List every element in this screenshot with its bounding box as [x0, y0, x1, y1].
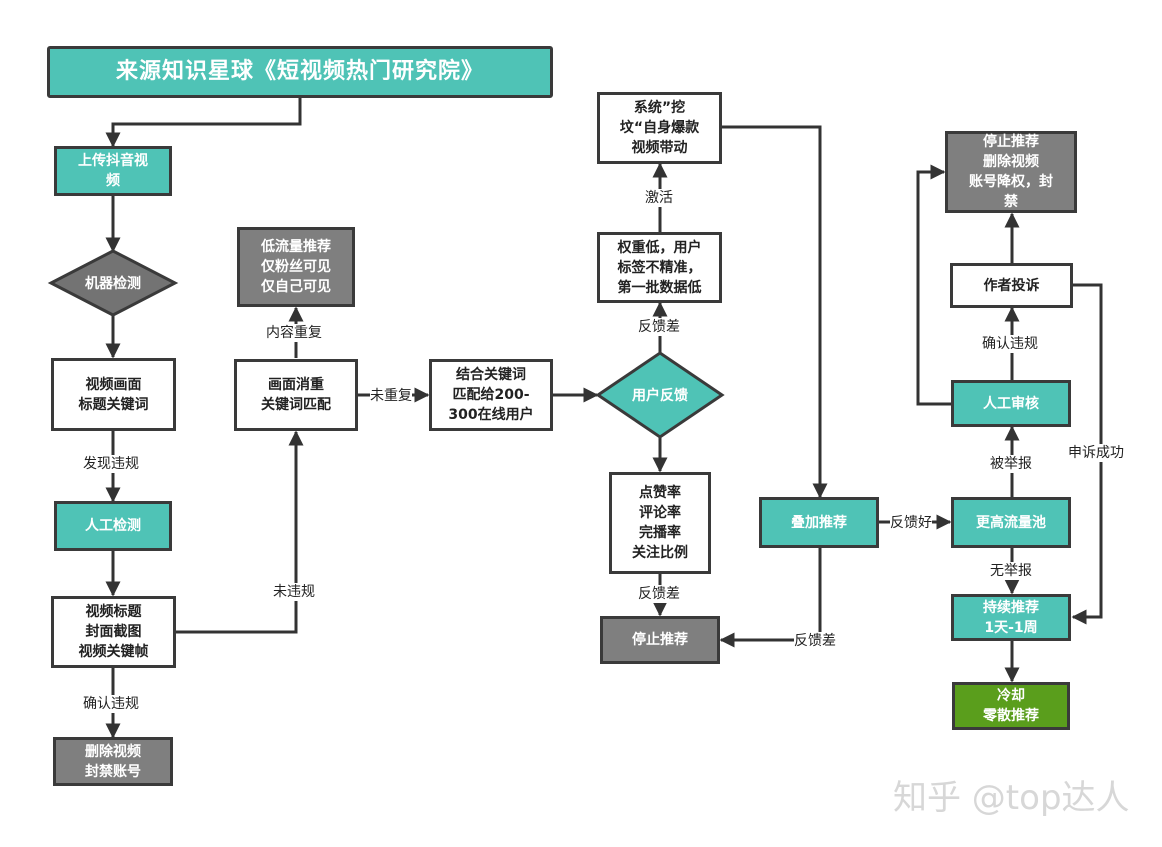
upload-node: 上传抖音视 频: [54, 146, 172, 196]
user-feedback-label: 用户反馈: [632, 388, 688, 404]
author-appeal-node: 作者投诉: [950, 263, 1073, 308]
low-traffic-node: 低流量推荐 仅粉丝可见 仅自己可见: [237, 227, 355, 307]
arrow-title-to-upload: [105, 97, 302, 148]
arrow-boost-to-stop: [719, 548, 822, 648]
label-feedback-bad-2: 反馈差: [638, 585, 680, 603]
video-title-node: 视频标题 封面截图 视频关键帧: [51, 596, 176, 668]
arrow-title-to-dedup: [175, 430, 304, 634]
label-confirm-violation-2: 确认违规: [982, 335, 1038, 353]
label-duplicate-content: 内容重复: [266, 324, 322, 342]
cooldown-node: 冷却 零散推荐: [952, 682, 1070, 730]
label-feedback-bad-3: 反馈差: [794, 632, 836, 650]
continue-recommend-node: 持续推荐 1天-1周: [951, 594, 1071, 641]
dedup-node: 画面消重 关键词匹配: [234, 359, 358, 431]
label-activate: 激活: [645, 189, 673, 207]
machine-check-diamond: [47, 249, 179, 317]
watermark: 知乎 @top达人: [893, 778, 1130, 818]
video-frame-node: 视频画面 标题关键词: [51, 358, 176, 431]
manual-review-node: 人工审核: [951, 380, 1071, 427]
manual-check-node: 人工检测: [54, 501, 172, 551]
machine-check-label: 机器检测: [85, 276, 141, 292]
metrics-node: 点赞率 评论率 完播率 关注比例: [609, 472, 711, 574]
label-reported: 被举报: [990, 455, 1032, 473]
label-not-reported: 无举报: [990, 562, 1032, 580]
higher-pool-node: 更高流量池: [951, 497, 1071, 548]
system-dig-node: 系统”挖 坟“自身爆款 视频带动: [597, 92, 722, 164]
user-feedback-diamond: [595, 351, 725, 439]
label-no-violation: 未违规: [273, 583, 315, 601]
label-feedback-bad-1: 反馈差: [638, 318, 680, 336]
label-feedback-good: 反馈好: [890, 514, 932, 532]
match-users-node: 结合关键词 匹配给200- 300在线用户: [429, 359, 553, 431]
boost-node: 叠加推荐: [759, 497, 879, 548]
arrow-review-to-stop2: [916, 164, 952, 406]
label-confirm-violation-1: 确认违规: [83, 695, 139, 713]
low-weight-node: 权重低，用户 标签不精准， 第一批数据低: [597, 232, 722, 303]
stop-recommend-node: 停止推荐: [600, 616, 720, 664]
label-appeal-success: 申诉成功: [1068, 444, 1124, 462]
stop-delete-ban-node: 停止推荐 删除视频 账号降权，封 禁: [945, 131, 1077, 213]
label-found-violation: 发现违规: [83, 455, 139, 473]
page-title: 来源知识星球《短视频热门研究院》: [47, 46, 553, 98]
arrow-system-to-boost: [722, 125, 828, 499]
label-not-duplicate: 未重复: [370, 387, 412, 405]
delete-video-node: 删除视频 封禁账号: [53, 737, 173, 786]
